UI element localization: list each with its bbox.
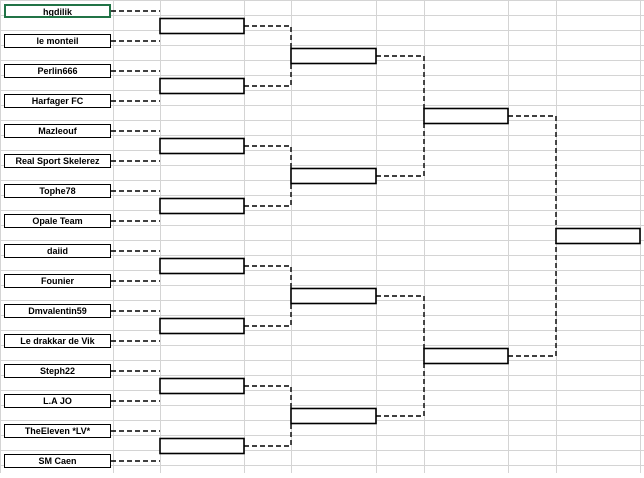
connector-line [244, 25, 292, 49]
round-2-box[interactable] [159, 137, 245, 155]
connector-line [376, 363, 425, 417]
connector-line [508, 243, 557, 357]
connector-line [376, 123, 425, 177]
team-box[interactable]: Le drakkar de Vik [4, 334, 111, 348]
connector-line [244, 265, 292, 289]
team-box[interactable]: Founier [4, 274, 111, 288]
round-3-box[interactable] [290, 47, 377, 65]
round-3-box[interactable] [290, 167, 377, 185]
team-box[interactable]: L.A JO [4, 394, 111, 408]
connector-line [244, 385, 292, 409]
round-3-box[interactable] [290, 287, 377, 305]
round-2-box[interactable] [159, 437, 245, 455]
team-box[interactable]: Dmvalentin59 [4, 304, 111, 318]
round-2-box[interactable] [159, 377, 245, 395]
connector-line [508, 115, 557, 229]
team-box[interactable]: Tophe78 [4, 184, 111, 198]
round-4-box[interactable] [423, 347, 509, 365]
connector-line [244, 423, 292, 447]
champion-box[interactable] [555, 227, 641, 245]
round-2-box[interactable] [159, 197, 245, 215]
round-2-box[interactable] [159, 77, 245, 95]
team-box[interactable]: Perlin666 [4, 64, 111, 78]
team-box[interactable]: Opale Team [4, 214, 111, 228]
round-2-box[interactable] [159, 17, 245, 35]
team-box[interactable]: SM Caen [4, 454, 111, 468]
team-box[interactable]: hgdilik [4, 4, 111, 18]
connector-line [376, 295, 425, 349]
team-box[interactable]: Mazleouf [4, 124, 111, 138]
round-2-box[interactable] [159, 257, 245, 275]
round-3-box[interactable] [290, 407, 377, 425]
team-box[interactable]: Harfager FC [4, 94, 111, 108]
connector-line [244, 183, 292, 207]
team-box[interactable]: le monteil [4, 34, 111, 48]
connector-line [244, 145, 292, 169]
connector-line [244, 303, 292, 327]
team-box[interactable]: Real Sport Skelerez [4, 154, 111, 168]
round-2-box[interactable] [159, 317, 245, 335]
team-box[interactable]: TheEleven *LV* [4, 424, 111, 438]
round-4-box[interactable] [423, 107, 509, 125]
connector-line [244, 63, 292, 87]
connector-line [376, 55, 425, 109]
team-box[interactable]: daiid [4, 244, 111, 258]
team-box[interactable]: Steph22 [4, 364, 111, 378]
